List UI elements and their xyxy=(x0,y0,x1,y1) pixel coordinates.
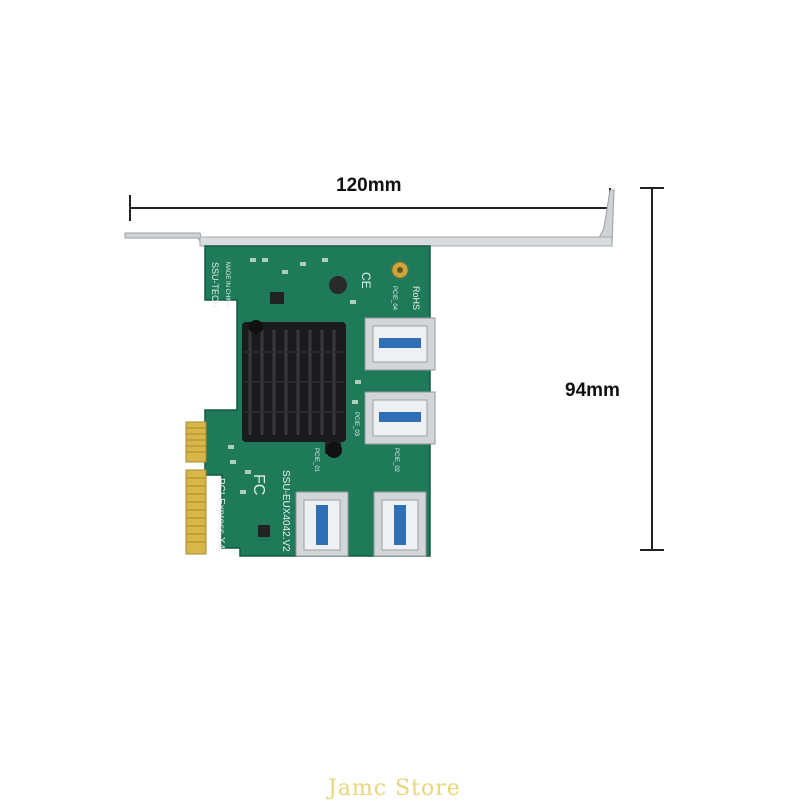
usb-port-4 xyxy=(373,491,427,557)
port-label-3: PCIE_03 xyxy=(353,412,359,437)
pcie-gold-fingers xyxy=(185,421,207,555)
width-dimension-label: 120mm xyxy=(336,175,402,196)
ce-mark: CE xyxy=(359,272,373,289)
rohs-mark: RoHS xyxy=(411,286,421,310)
metal-bracket xyxy=(124,189,615,247)
model-silkscreen: SSU-EUX4042.V2 xyxy=(280,470,291,552)
fc-mark: FC xyxy=(250,474,267,495)
port-label-2: PCIE_02 xyxy=(393,448,399,473)
usb-port-1 xyxy=(364,317,436,371)
interface-silkscreen: PCI-Express X4 xyxy=(215,478,226,550)
height-dimension-line xyxy=(640,187,664,551)
heatsink xyxy=(242,320,346,458)
origin-silkscreen: MADE IN CHINA xyxy=(224,262,230,307)
port-label-1: PCIE_01 xyxy=(313,448,319,473)
store-watermark: Jamc Store xyxy=(328,776,461,801)
usb-port-3 xyxy=(295,491,349,557)
port-label-4: PCIE_04 xyxy=(391,286,397,311)
brand-silkscreen: SSU-TECH xyxy=(210,262,220,308)
usb-port-2 xyxy=(364,391,436,445)
height-dimension-label: 94mm xyxy=(565,380,620,401)
